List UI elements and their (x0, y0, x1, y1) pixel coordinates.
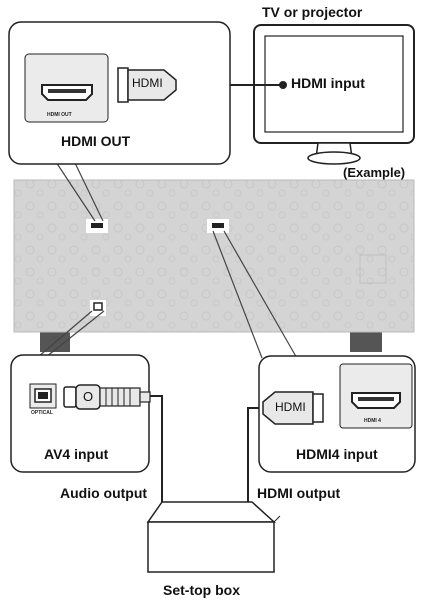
hdmi4-port-caption: HDMI 4 (364, 418, 381, 424)
audio-output-label: Audio output (60, 485, 148, 501)
hdmi4-plug-text: HDMI (275, 400, 306, 414)
hdmi-plug-icon (117, 67, 129, 103)
settop-box-illustration (146, 501, 281, 573)
hdmi4-plug-icon (262, 391, 314, 425)
tv-illustration (253, 24, 415, 165)
av4-callout (10, 354, 151, 473)
hdmi-plug-text: HDMI (132, 76, 163, 90)
optical-plug-text: O (83, 389, 94, 404)
tv-input-label: HDMI input (291, 75, 365, 91)
hdmi4-callout (258, 355, 416, 473)
tv-screen (264, 35, 404, 133)
av4-title: AV4 input (44, 446, 109, 462)
hdmi-out-callout (8, 21, 231, 165)
cable-hdmi4 (247, 407, 263, 502)
tv-title: TV or projector (262, 4, 363, 20)
settop-front (147, 521, 275, 573)
receiver-foot-right (350, 330, 382, 352)
receiver-rear-panel (13, 179, 415, 352)
settop-cables (150, 395, 263, 502)
hdmi-output-label: HDMI output (257, 485, 341, 501)
optical-port-caption: OPTICAL (31, 410, 53, 416)
optical-plug-icon (63, 386, 77, 408)
receiver-jacks (14, 180, 414, 332)
cable-optical (150, 395, 163, 502)
example-note: (Example) (343, 165, 406, 180)
settop-label: Set-top box (163, 582, 240, 598)
settop-top (146, 501, 276, 523)
hdmi-out-port-caption: HDMI OUT (47, 112, 72, 118)
hdmi4-title: HDMI4 input (296, 446, 378, 462)
tv-stand (307, 151, 361, 165)
callout-pointers (37, 161, 299, 361)
receiver-power-outlet (359, 254, 387, 284)
hdmi-out-title: HDMI OUT (61, 133, 131, 149)
